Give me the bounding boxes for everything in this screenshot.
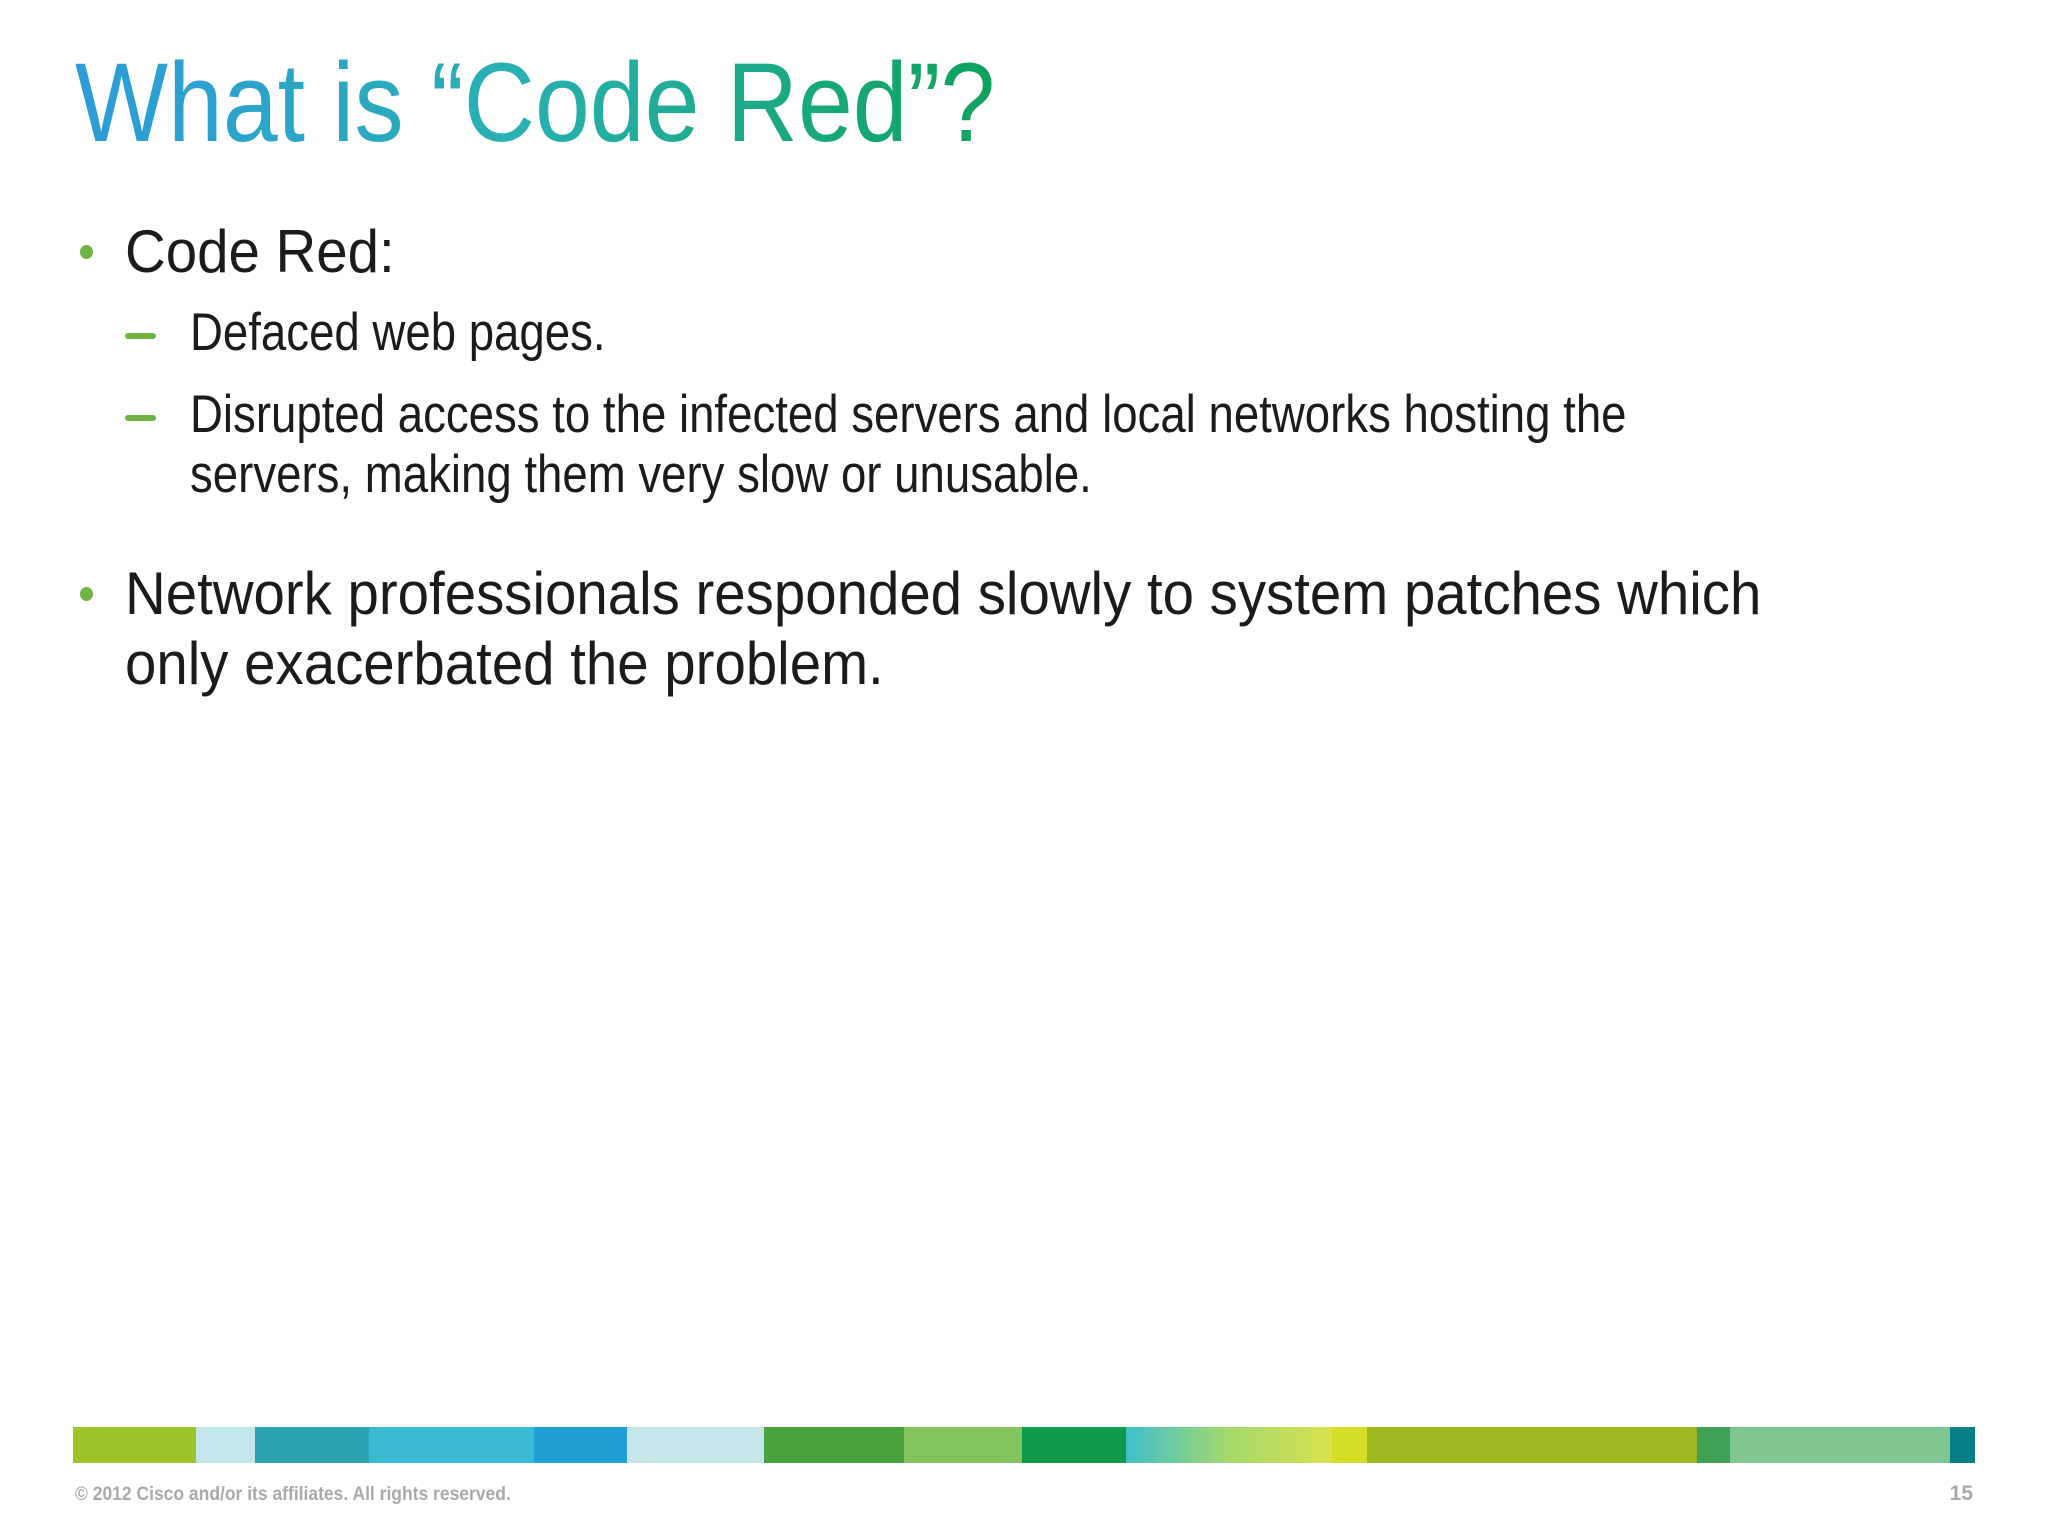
stripe-segment-green (764, 1427, 904, 1463)
sub-bullet-text: Defaced web pages. (190, 303, 606, 362)
stripe-segment-medium-green (1697, 1427, 1730, 1463)
stripe-segment-teal (255, 1427, 369, 1463)
stripe-segment-lime (73, 1427, 196, 1463)
sub-bullet-defaced: Defaced web pages. (68, 303, 673, 363)
sub-bullet-line: Disrupted access to the infected servers… (190, 385, 1627, 444)
bullet-line: only exacerbated the problem. (125, 630, 884, 697)
stripe-segment-light-green (904, 1427, 1022, 1463)
stripe-segment-dark-green (1022, 1427, 1126, 1463)
bullet-dot-icon (80, 587, 93, 601)
stripe-segment-dark-teal (1950, 1427, 1975, 1463)
stripe-segment-olive (1367, 1427, 1697, 1463)
bullet-text: Code Red: (125, 218, 395, 285)
stripe-segment-seafoam (1730, 1427, 1950, 1463)
bullet-line: Network professionals responded slowly t… (125, 560, 1762, 627)
bullet-item-network-professionals: Network professionals responded slowly t… (68, 559, 1866, 699)
page-number: 15 (1949, 1482, 1973, 1505)
stripe-segment-yellow (1332, 1427, 1367, 1463)
dash-icon (125, 415, 156, 421)
stripe-segment-cyan-to-yellow-gradient (1126, 1427, 1332, 1463)
dash-icon (125, 333, 156, 339)
slide-title: What is “Code Red”? (75, 40, 996, 165)
stripe-segment-blue (534, 1427, 627, 1463)
copyright-text: © 2012 Cisco and/or its affiliates. All … (75, 1484, 511, 1505)
bullet-text: Network professionals responded slowly t… (125, 559, 1761, 699)
sub-bullet-disrupted: Disrupted access to the infected servers… (68, 385, 1860, 505)
stripe-segment-pale-blue (196, 1427, 255, 1463)
sub-bullet-text: Disrupted access to the infected servers… (190, 385, 1627, 505)
bullet-item-code-red: Code Red: (68, 217, 412, 287)
sub-bullet-line: servers, making them very slow or unusab… (190, 445, 1092, 504)
brand-stripe (73, 1427, 1975, 1463)
stripe-segment-cyan (369, 1427, 534, 1463)
bullet-dot-icon (80, 245, 93, 259)
stripe-segment-pale-blue-2 (627, 1427, 764, 1463)
